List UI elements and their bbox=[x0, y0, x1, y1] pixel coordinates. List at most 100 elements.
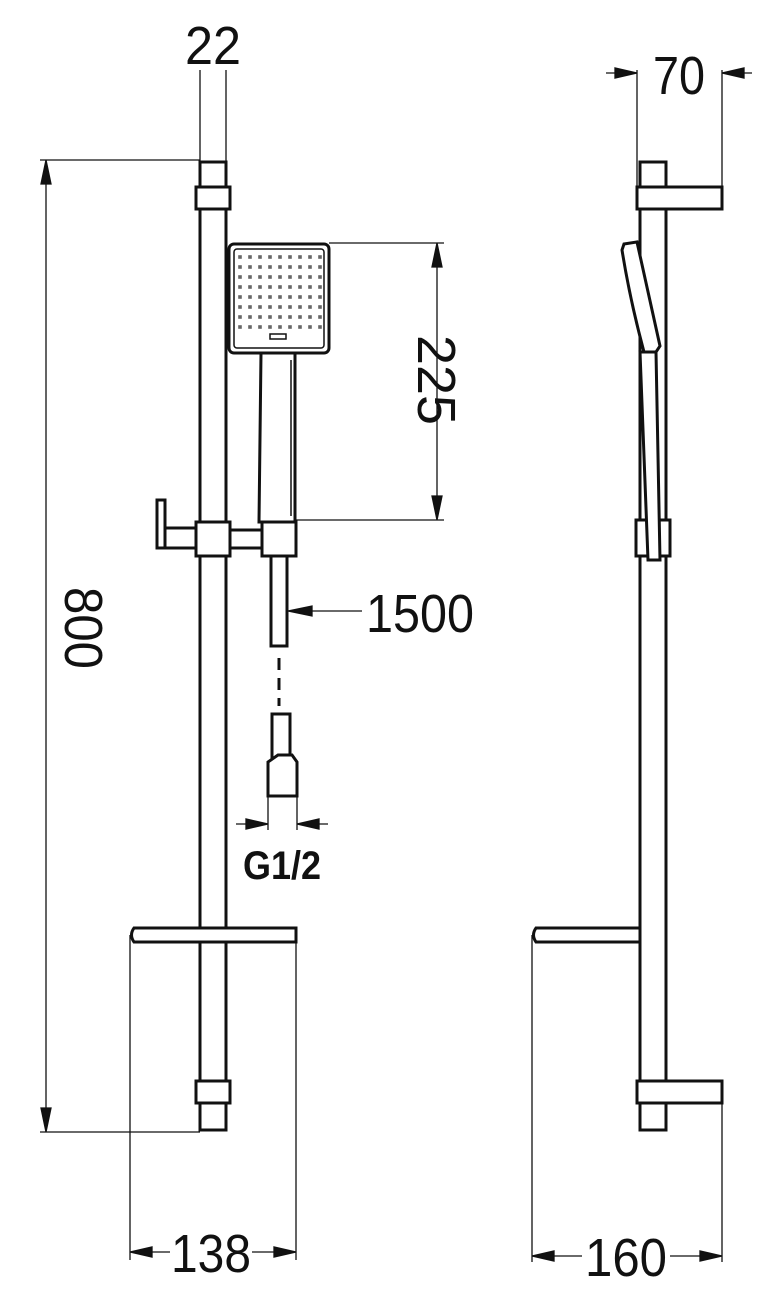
nozzle bbox=[308, 315, 312, 319]
nozzle bbox=[298, 325, 302, 329]
hose-nut bbox=[266, 753, 299, 798]
nozzle bbox=[278, 325, 282, 329]
side-shower-handle bbox=[638, 350, 662, 562]
holder-cup bbox=[260, 520, 298, 558]
side-dimensions bbox=[531, 67, 752, 1262]
nozzle bbox=[278, 305, 282, 309]
nozzle bbox=[288, 285, 292, 289]
nozzle bbox=[318, 295, 322, 299]
nozzle bbox=[278, 315, 282, 319]
nozzle bbox=[298, 295, 302, 299]
hand-shower bbox=[227, 242, 331, 524]
nozzle bbox=[248, 255, 252, 259]
nozzle bbox=[318, 305, 322, 309]
nozzle bbox=[258, 265, 262, 269]
nozzle bbox=[318, 315, 322, 319]
slider-lever bbox=[155, 498, 167, 550]
nozzle bbox=[248, 275, 252, 279]
nozzle bbox=[318, 285, 322, 289]
nozzle bbox=[308, 255, 312, 259]
nozzle bbox=[278, 285, 282, 289]
nozzle bbox=[268, 275, 272, 279]
nozzle bbox=[308, 265, 312, 269]
nozzle bbox=[238, 315, 242, 319]
nozzle bbox=[308, 285, 312, 289]
nozzle bbox=[268, 285, 272, 289]
top-wall-bracket bbox=[194, 185, 232, 211]
nozzle bbox=[238, 285, 242, 289]
head-length-label: 225 bbox=[406, 335, 466, 425]
nozzle bbox=[268, 305, 272, 309]
nozzle bbox=[248, 265, 252, 269]
nozzle bbox=[238, 325, 242, 329]
nozzle bbox=[308, 325, 312, 329]
nozzle bbox=[298, 265, 302, 269]
nozzle bbox=[308, 295, 312, 299]
nozzle bbox=[318, 255, 322, 259]
nozzle bbox=[298, 275, 302, 279]
front-view bbox=[130, 160, 331, 1132]
nozzle bbox=[298, 285, 302, 289]
side-view bbox=[532, 160, 724, 1132]
hose-length-label: 1500 bbox=[366, 584, 474, 644]
nozzle bbox=[238, 295, 242, 299]
nozzle bbox=[308, 275, 312, 279]
nozzle bbox=[288, 275, 292, 279]
hose-lower-segment bbox=[270, 712, 292, 761]
nozzle bbox=[258, 305, 262, 309]
slider-holder bbox=[155, 498, 298, 558]
nozzle bbox=[268, 315, 272, 319]
nozzle bbox=[258, 285, 262, 289]
shower-head-inner bbox=[233, 248, 325, 349]
nozzle bbox=[238, 265, 242, 269]
nozzle bbox=[268, 325, 272, 329]
soap-dish-depth-label: 160 bbox=[585, 1228, 667, 1288]
nozzle bbox=[298, 305, 302, 309]
nozzle bbox=[308, 305, 312, 309]
nozzle bbox=[238, 305, 242, 309]
nozzle bbox=[288, 305, 292, 309]
soap-dish-width-label: 138 bbox=[171, 1224, 251, 1284]
nozzle bbox=[258, 275, 262, 279]
nozzle bbox=[318, 325, 322, 329]
nozzle bbox=[278, 265, 282, 269]
height-label: 800 bbox=[53, 587, 113, 669]
slide-rail bbox=[198, 160, 228, 1132]
nozzle bbox=[278, 275, 282, 279]
shower-hose bbox=[266, 554, 299, 798]
nozzle bbox=[278, 255, 282, 259]
nozzle bbox=[318, 275, 322, 279]
depth-label: 70 bbox=[653, 46, 705, 106]
connection-thread-label: G1/2 bbox=[243, 844, 321, 888]
nozzle bbox=[258, 295, 262, 299]
nozzle bbox=[258, 315, 262, 319]
nozzle bbox=[248, 315, 252, 319]
nozzle-grid bbox=[238, 255, 322, 329]
nozzle bbox=[278, 295, 282, 299]
bottom-wall-bracket bbox=[194, 1079, 232, 1105]
soap-dish-side bbox=[532, 926, 642, 944]
nozzle bbox=[258, 255, 262, 259]
nozzle bbox=[288, 295, 292, 299]
nozzle bbox=[318, 265, 322, 269]
nozzle bbox=[268, 265, 272, 269]
nozzle bbox=[268, 255, 272, 259]
nozzle bbox=[248, 325, 252, 329]
side-bottom-bracket bbox=[635, 1079, 724, 1105]
nozzle bbox=[288, 265, 292, 269]
nozzle bbox=[248, 295, 252, 299]
nozzle bbox=[298, 315, 302, 319]
slider-block bbox=[194, 520, 232, 558]
shower-handle bbox=[257, 351, 297, 524]
side-top-bracket bbox=[635, 185, 724, 211]
nozzle bbox=[288, 315, 292, 319]
holder-arm bbox=[228, 528, 264, 550]
nozzle bbox=[288, 255, 292, 259]
nozzle bbox=[238, 275, 242, 279]
nozzle bbox=[248, 285, 252, 289]
nozzle bbox=[288, 325, 292, 329]
front-dimensions bbox=[40, 70, 444, 1260]
hose-upper-segment bbox=[269, 554, 289, 648]
nozzle bbox=[298, 255, 302, 259]
